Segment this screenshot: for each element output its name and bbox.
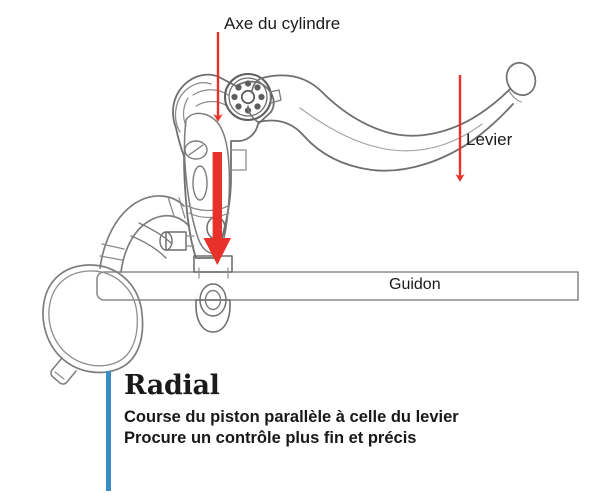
piston-travel-thick-arrow	[203, 152, 231, 265]
caption-line-1: Course du piston parallèle à celle du le…	[124, 408, 459, 426]
caption-lines: Course du piston parallèle à celle du le…	[124, 407, 459, 449]
reservoir-hose	[99, 195, 190, 273]
handlebar-clamp	[193, 255, 233, 333]
brake-lever	[247, 61, 537, 172]
caption-block: Radial Course du piston parallèle à cell…	[106, 371, 526, 493]
master-cylinder-body	[172, 73, 275, 259]
side-adjuster-bolt	[159, 231, 195, 251]
annotation-arrows-group	[203, 32, 465, 265]
label-guidon: Guidon	[389, 276, 441, 293]
lower-bracket-arm	[130, 222, 173, 259]
fluid-reservoir	[42, 264, 144, 385]
label-levier: Levier	[466, 130, 513, 149]
handlebar-tube	[96, 271, 579, 301]
caption-title: Radial	[124, 370, 220, 401]
line-art-group	[42, 61, 579, 385]
caption-accent-bar	[106, 371, 111, 491]
label-axe-du-cylindre: Axe du cylindre	[224, 14, 341, 33]
span-adjuster-dial	[224, 73, 282, 121]
caption-line-2: Procure un contrôle plus fin et précis	[124, 429, 417, 447]
caption-body: Radial Course du piston parallèle à cell…	[124, 371, 459, 449]
